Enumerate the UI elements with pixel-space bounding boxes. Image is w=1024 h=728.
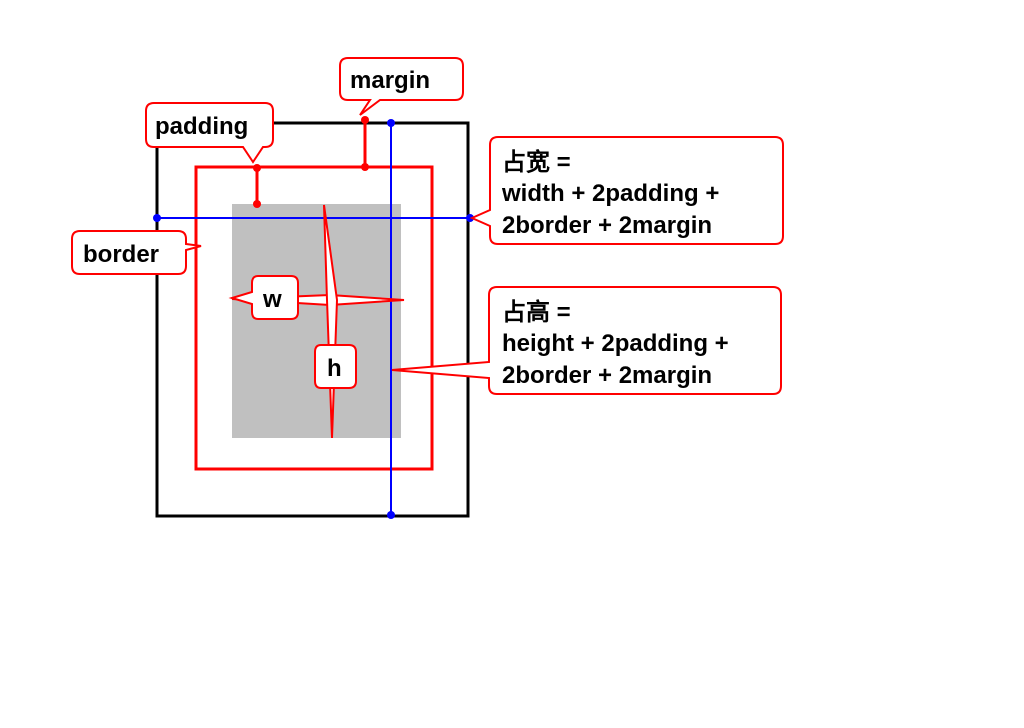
padding-indicator-top-dot <box>253 164 261 172</box>
vertical-measure-end-dot <box>387 511 395 519</box>
margin-indicator-top-dot <box>361 116 369 124</box>
padding-callout <box>145 102 274 164</box>
margin-box <box>155 121 470 518</box>
height-label: h <box>327 355 342 382</box>
occupied-width-line-3: 2border + 2margin <box>502 212 712 239</box>
occupied-height-line-3: 2border + 2margin <box>502 362 712 389</box>
width-callout <box>228 275 299 320</box>
margin-callout <box>339 57 464 116</box>
content-box <box>232 204 401 438</box>
border-box <box>194 165 434 471</box>
occupied-height-line-1: 占高 = <box>502 298 571 326</box>
occupied-width-line-1: 占宽 = <box>502 148 571 176</box>
padding-label: padding <box>155 113 248 140</box>
vertical-measure-start-dot <box>387 119 395 127</box>
margin-indicator-bottom-dot <box>361 163 369 171</box>
occupied-width-line-2: width + 2padding + <box>501 180 719 207</box>
occupied-width-callout <box>469 136 784 245</box>
height-callout <box>314 344 357 389</box>
border-label: border <box>83 241 159 268</box>
padding-indicator-bottom-dot <box>253 200 261 208</box>
occupied-height-line-2: height + 2padding + <box>502 330 729 357</box>
width-label: w <box>262 286 282 313</box>
horizontal-measure-start-dot <box>153 214 161 222</box>
margin-label: margin <box>350 67 430 94</box>
occupied-height-callout <box>391 286 782 395</box>
border-callout <box>71 230 202 275</box>
